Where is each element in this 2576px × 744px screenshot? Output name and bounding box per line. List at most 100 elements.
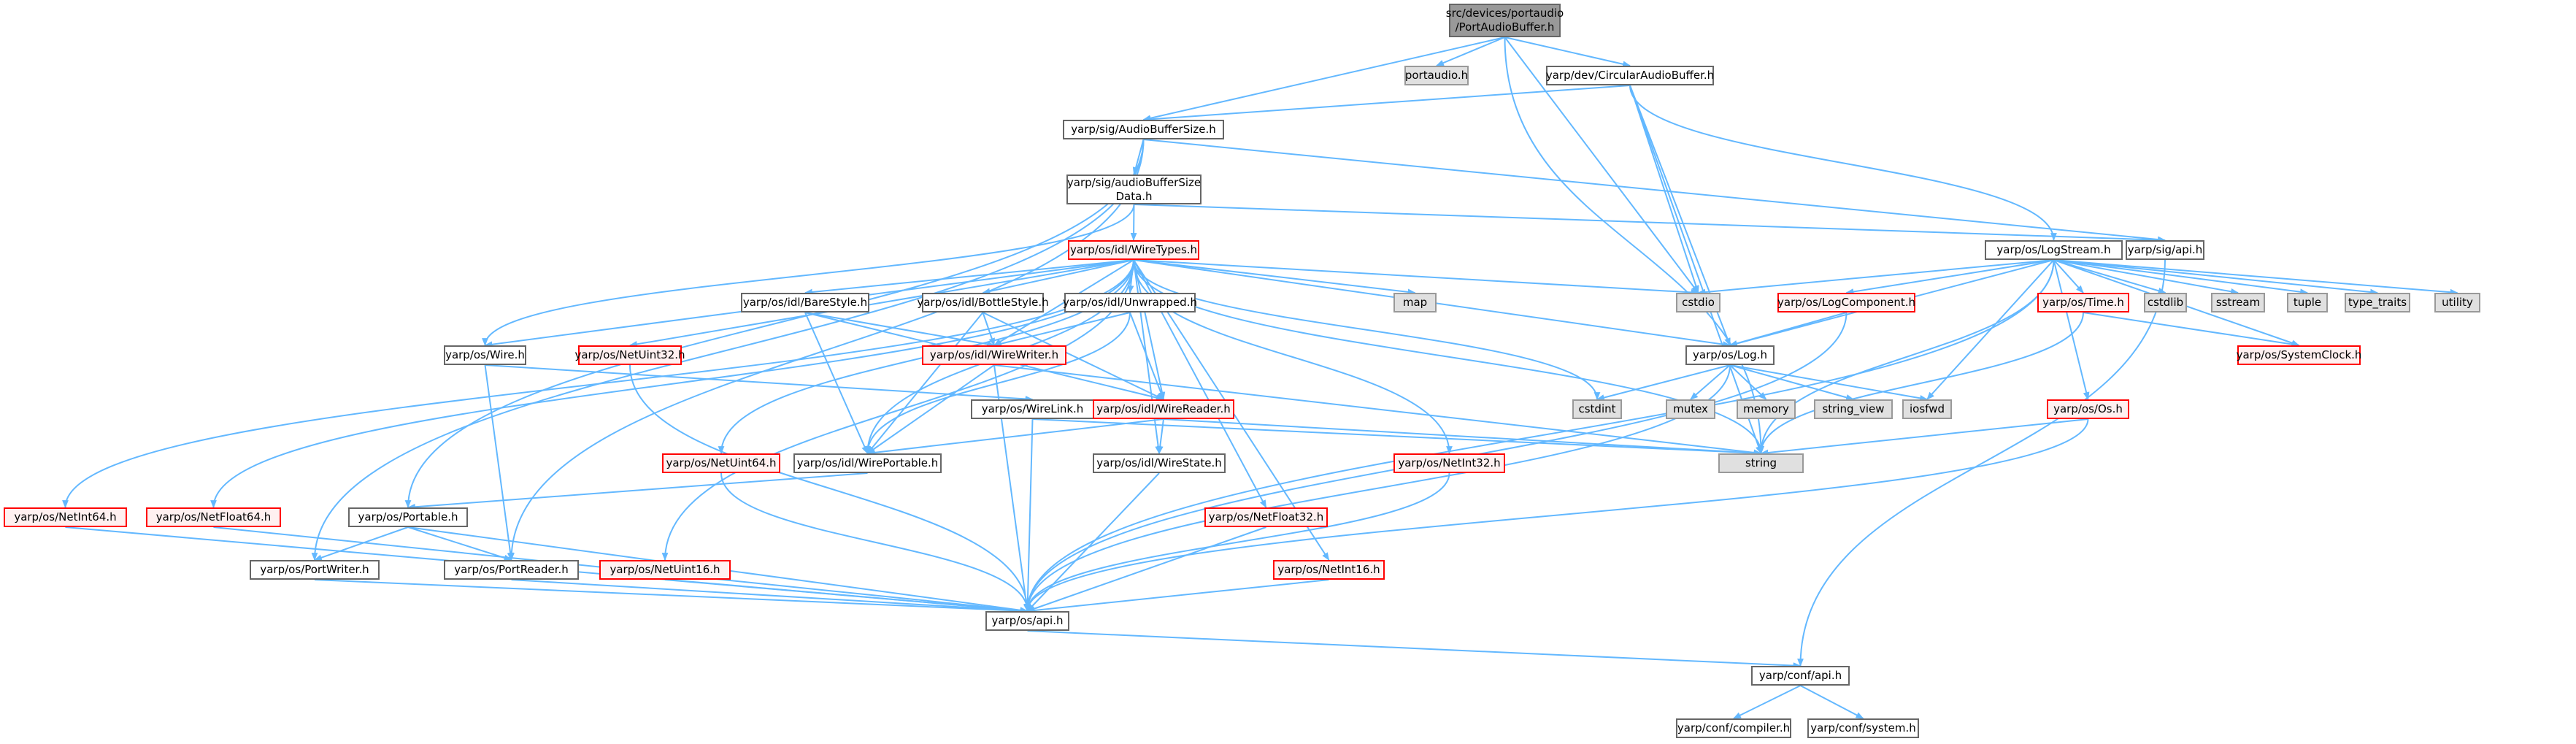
node-netuint64[interactable]: yarp/os/NetUint64.h [662,453,780,473]
edge-time-to-string [1758,312,2084,455]
edge-bottlestyle-to-wirewriter [982,312,995,347]
node-tuple[interactable]: tuple [2287,293,2328,312]
node-unwrapped[interactable]: yarp/os/idl/Unwrapped.h [1063,293,1197,312]
node-cstdint[interactable]: cstdint [1572,399,1622,419]
node-confapi[interactable]: yarp/conf/api.h [1751,666,1850,686]
edge-wirewriter-to-wireportable [866,364,995,454]
node-memory[interactable]: memory [1737,399,1796,419]
node-label: yarp/os/SystemClock.h [2236,348,2362,361]
node-wiretypes[interactable]: yarp/os/idl/WireTypes.h [1068,240,1199,260]
node-netint32[interactable]: yarp/os/NetInt32.h [1393,453,1505,473]
node-string[interactable]: string [1718,453,1804,473]
node-netfloat64[interactable]: yarp/os/NetFloat64.h [146,507,281,527]
edge-log-to-iosfwd [1729,364,1929,402]
node-logcomp[interactable]: yarp/os/LogComponent.h [1777,293,1915,312]
node-label: cstdio [1682,296,1715,309]
node-map[interactable]: map [1393,293,1437,312]
node-sigapi[interactable]: yarp/sig/api.h [2126,240,2204,260]
edge-abs-to-portable [404,139,1145,509]
edge-unwrapped-to-wirereader [1129,312,1164,401]
edge-time-to-sysclock [2083,312,2300,348]
node-label: yarp/os/api.h [991,614,1064,627]
node-netint64[interactable]: yarp/os/NetInt64.h [4,507,127,527]
node-compiler[interactable]: yarp/conf/compiler.h [1676,718,1791,738]
edge-netfloat32-to-osapi [1026,526,1266,612]
node-portaudio[interactable]: portaudio.h [1404,66,1469,85]
edge-netint32-to-osapi [1024,472,1450,613]
node-wirelink[interactable]: yarp/os/WireLink.h [971,399,1094,419]
edge-barestyle-to-wireportable [804,312,869,455]
edge-logstream-to-tuple [2053,259,2309,296]
node-label: string_view [1822,402,1885,415]
edge-logstream-to-utility [2053,259,2458,296]
node-cstdio[interactable]: cstdio [1676,293,1720,312]
node-label: yarp/sig/AudioBufferSize.h [1071,123,1216,136]
node-label: yarp/os/LogComponent.h [1777,296,1916,309]
node-wirewriter[interactable]: yarp/os/idl/WireWriter.h [922,345,1066,365]
node-netuint32[interactable]: yarp/os/NetUint32.h [574,345,685,365]
edge-abs-to-portwriter [311,139,1145,561]
node-os[interactable]: yarp/os/Os.h [2047,399,2129,419]
node-abs[interactable]: yarp/sig/AudioBufferSize.h [1063,120,1224,139]
edge-logstream-to-cstdlib [2053,259,2166,294]
node-label: yarp/os/idl/WireState.h [1096,456,1222,469]
node-label: yarp/os/idl/BareStyle.h [742,296,868,309]
node-label: yarp/dev/CircularAudioBuffer.h [1545,69,1715,82]
node-wirereader[interactable]: yarp/os/idl/WireReader.h [1093,399,1234,419]
node-sysclock[interactable]: yarp/os/SystemClock.h [2237,345,2361,365]
edge-wiretypes-to-wirewriter [993,259,1134,346]
node-stringview[interactable]: string_view [1814,399,1893,419]
edge-portable-to-portreader [407,526,512,561]
node-logstream[interactable]: yarp/os/LogStream.h [1985,240,2123,260]
edge-bottlestyle-to-wireportable [866,312,984,454]
node-absd[interactable]: yarp/sig/audioBufferSize Data.h [1066,175,1202,204]
edge-netint16-to-osapi [1026,579,1329,614]
node-root[interactable]: src/devices/portaudio /PortAudioBuffer.h [1446,4,1564,37]
node-netfloat32[interactable]: yarp/os/NetFloat32.h [1204,507,1328,527]
node-label: yarp/os/idl/WireWriter.h [929,348,1059,361]
edge-netuint64-to-osapi [720,472,1031,613]
node-portable[interactable]: yarp/os/Portable.h [348,507,468,527]
edge-portreader-to-osapi [511,579,1029,614]
node-cstdlib[interactable]: cstdlib [2144,293,2187,312]
node-system[interactable]: yarp/conf/system.h [1807,718,1919,738]
node-netuint16[interactable]: yarp/os/NetUint16.h [599,560,731,580]
edge-wiretypes-to-map [1133,259,1416,296]
edge-wirelink-to-string [1032,418,1762,456]
edge-abs-to-sigapi [1143,139,2166,243]
node-osapi[interactable]: yarp/os/api.h [985,611,1069,631]
node-time[interactable]: yarp/os/Time.h [2037,293,2129,312]
node-typetraits[interactable]: type_traits [2345,293,2410,312]
node-barestyle[interactable]: yarp/os/idl/BareStyle.h [741,293,869,312]
edge-barestyle-to-wirewriter [804,312,996,348]
edge-unwrapped-to-wirewriter [993,312,1131,347]
node-wireportable[interactable]: yarp/os/idl/WirePortable.h [793,453,942,473]
node-mutex[interactable]: mutex [1666,399,1715,419]
node-circ[interactable]: yarp/dev/CircularAudioBuffer.h [1546,66,1714,85]
node-label: yarp/conf/api.h [1758,669,1842,682]
node-label: yarp/conf/system.h [1810,721,1916,735]
node-label: yarp/os/NetUint32.h [574,348,685,361]
edge-wirereader-to-wirestate [1156,418,1164,455]
node-portwriter[interactable]: yarp/os/PortWriter.h [250,560,380,580]
edge-absd-to-sigapi [1134,204,2166,244]
edge-log-to-mutex [1690,364,1731,400]
node-label: utility [2442,296,2473,309]
node-label: yarp/os/NetInt16.h [1277,563,1380,576]
node-bottlestyle[interactable]: yarp/os/idl/BottleStyle.h [917,293,1049,312]
node-sstream[interactable]: sstream [2211,293,2265,312]
node-wire[interactable]: yarp/os/Wire.h [444,345,526,365]
node-wirestate[interactable]: yarp/os/idl/WireState.h [1093,453,1226,473]
edge-abs-to-absd [1132,139,1145,176]
node-label: yarp/os/idl/WireTypes.h [1069,243,1198,256]
node-log[interactable]: yarp/os/Log.h [1685,345,1775,365]
node-label: yarp/os/Log.h [1693,348,1767,361]
node-portreader[interactable]: yarp/os/PortReader.h [444,560,579,580]
node-iosfwd[interactable]: iosfwd [1902,399,1952,419]
edge-wire-to-portreader [484,364,514,561]
edge-log-to-cstdint [1596,364,1731,401]
node-netint16[interactable]: yarp/os/NetInt16.h [1273,560,1385,580]
node-utility[interactable]: utility [2434,293,2480,312]
edge-circ-to-cstdio [1629,85,1699,294]
